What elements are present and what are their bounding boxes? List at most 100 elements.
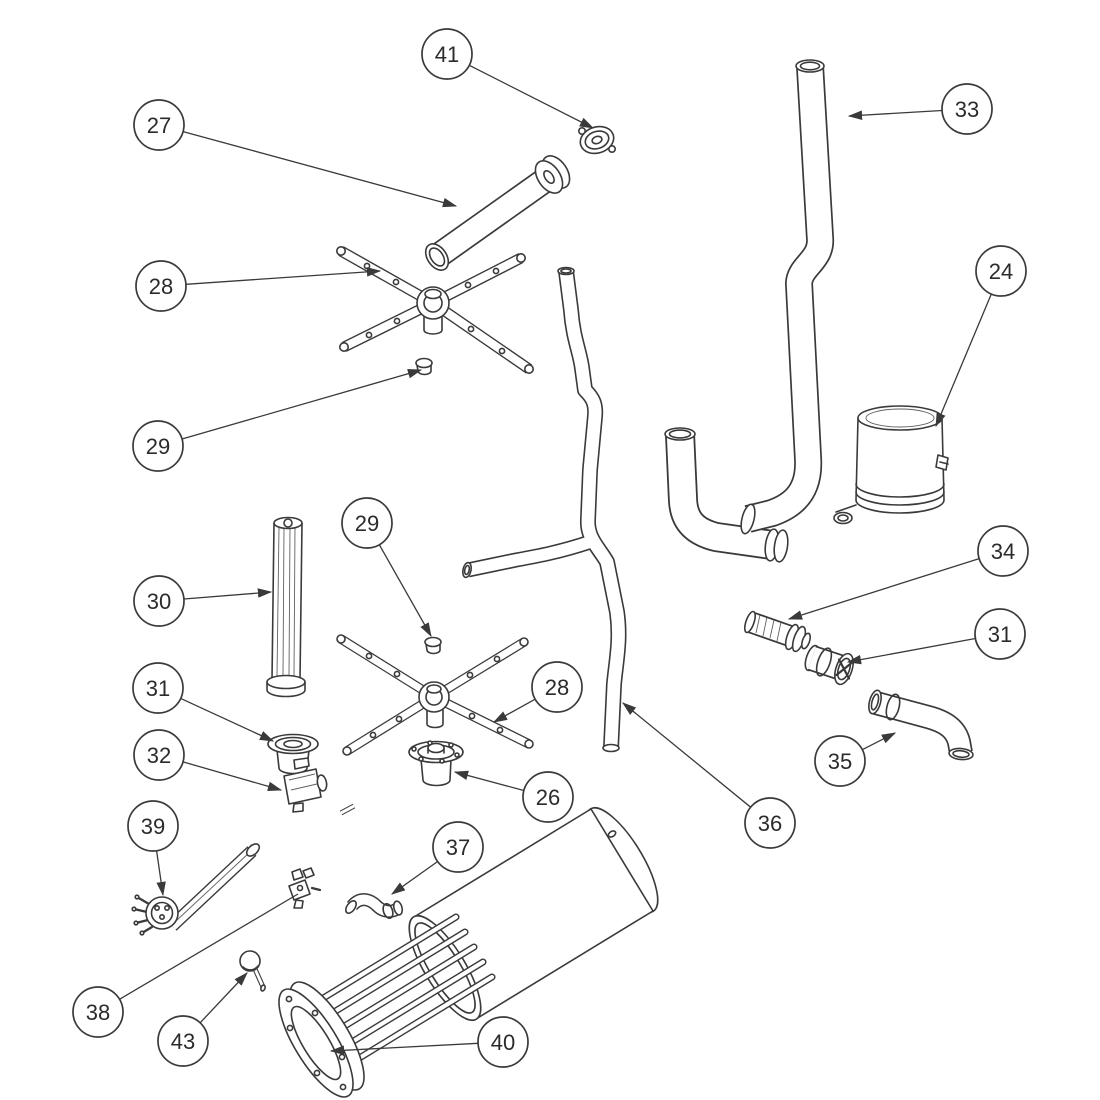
- balloon-circle: [977, 525, 1029, 577]
- part-36-feed-tube: [461, 266, 627, 753]
- part-43-fastener: [239, 950, 266, 992]
- part-27-tube: [424, 155, 571, 271]
- balloon-number: 28: [149, 274, 173, 299]
- leader-line: [847, 109, 943, 120]
- part-24-canister: [833, 405, 949, 525]
- balloon-circle: [132, 420, 184, 472]
- leader-line: [492, 698, 536, 723]
- balloon-circle: [133, 99, 185, 151]
- callout-34-8: 34: [787, 525, 1029, 620]
- leader-line: [199, 972, 248, 1024]
- callout-30-7: 30: [133, 575, 273, 627]
- balloon-circle: [135, 260, 187, 312]
- leader-line: [622, 702, 752, 808]
- leader-line: [155, 850, 166, 897]
- balloon-circle: [975, 245, 1027, 297]
- balloon-number: 26: [536, 785, 560, 810]
- callout-layer: 41 27 33 28 24 29 29 30 34 31 31 28 32 35 26 36 39 37 38 43…: [72, 28, 1029, 1068]
- balloon-circle: [974, 608, 1026, 660]
- balloon-number: 31: [988, 622, 1012, 647]
- part-26-hub-mount: [408, 740, 464, 787]
- parts-artwork: [131, 59, 974, 1098]
- balloon-circle: [133, 575, 185, 627]
- balloon-circle: [72, 986, 124, 1038]
- leader-line: [119, 893, 299, 1000]
- balloon-circle: [522, 771, 574, 823]
- callout-37-17: 37: [391, 821, 484, 895]
- leader-line: [935, 293, 992, 428]
- leader-line: [182, 130, 458, 208]
- balloon-circle: [341, 497, 393, 549]
- part-32-valve: [283, 757, 356, 816]
- callout-24-4: 24: [935, 245, 1027, 428]
- balloon-number: 29: [355, 511, 379, 536]
- part-29-cap-a: [415, 357, 433, 376]
- callout-29-5: 29: [132, 369, 423, 472]
- balloon-circle: [744, 797, 796, 849]
- balloon-number: 34: [991, 539, 1015, 564]
- balloon-circle: [132, 662, 184, 714]
- leader-line: [846, 637, 976, 665]
- callout-28-11: 28: [492, 661, 583, 723]
- part-35-elbow: [868, 689, 974, 761]
- callout-27-1: 27: [133, 99, 458, 208]
- balloon-number: 39: [141, 814, 165, 839]
- balloon-circle: [127, 800, 179, 852]
- balloon-circle: [531, 661, 583, 713]
- balloon-number: 29: [146, 434, 170, 459]
- balloon-number: 38: [86, 1000, 110, 1025]
- part-28-lower-spray-arm: [336, 634, 534, 756]
- balloon-circle: [157, 1015, 209, 1067]
- leader-line: [180, 697, 275, 742]
- balloon-number: 31: [146, 676, 170, 701]
- callout-32-12: 32: [133, 729, 283, 791]
- callout-28-3: 28: [135, 260, 382, 312]
- part-34-fitting: [743, 610, 812, 653]
- callout-35-13: 35: [814, 732, 897, 787]
- balloon-circle: [941, 83, 993, 135]
- leader-line: [378, 544, 432, 638]
- part-29-cap-b: [424, 636, 442, 655]
- part-37-hose: [345, 893, 404, 920]
- part-33-drain-pipe: [664, 59, 834, 563]
- part-30-column: [266, 516, 306, 698]
- leader-line: [787, 557, 980, 620]
- balloon-number: 27: [147, 113, 171, 138]
- leader-line: [469, 64, 595, 129]
- leader-line: [391, 860, 439, 895]
- part-38-bracket: [288, 867, 322, 909]
- part-28-upper-spray-arm: [335, 246, 534, 374]
- balloon-number: 28: [545, 675, 569, 700]
- balloon-circle: [133, 729, 185, 781]
- callout-31-9: 31: [846, 608, 1026, 665]
- balloon-circle: [432, 821, 484, 873]
- balloon-circle: [421, 28, 473, 80]
- leader-line: [453, 770, 525, 792]
- balloon-number: 35: [828, 749, 852, 774]
- leader-line: [183, 588, 273, 600]
- balloon-number: 33: [955, 97, 979, 122]
- leader-line: [182, 761, 283, 791]
- leader-line: [329, 1042, 479, 1056]
- balloon-circle: [814, 735, 866, 787]
- balloon-number: 36: [758, 811, 782, 836]
- balloon-number: 41: [435, 42, 459, 67]
- callout-29-6: 29: [341, 497, 432, 638]
- callout-36-15: 36: [622, 702, 796, 849]
- part-31-flange-left: [267, 733, 319, 775]
- callout-39-16: 39: [127, 800, 179, 897]
- balloon-number: 32: [147, 743, 171, 768]
- balloon-number: 43: [171, 1029, 195, 1054]
- balloon-number: 24: [989, 259, 1013, 284]
- callout-43-19: 43: [157, 972, 248, 1067]
- part-39-element-bar: [131, 843, 261, 936]
- leader-line: [185, 267, 382, 285]
- callout-38-18: 38: [72, 893, 299, 1038]
- part-41-cap: [577, 125, 616, 155]
- part-31-coupler-right: [804, 644, 854, 686]
- callout-33-2: 33: [847, 83, 993, 135]
- balloon-circle: [477, 1016, 529, 1068]
- callout-31-10: 31: [132, 662, 275, 742]
